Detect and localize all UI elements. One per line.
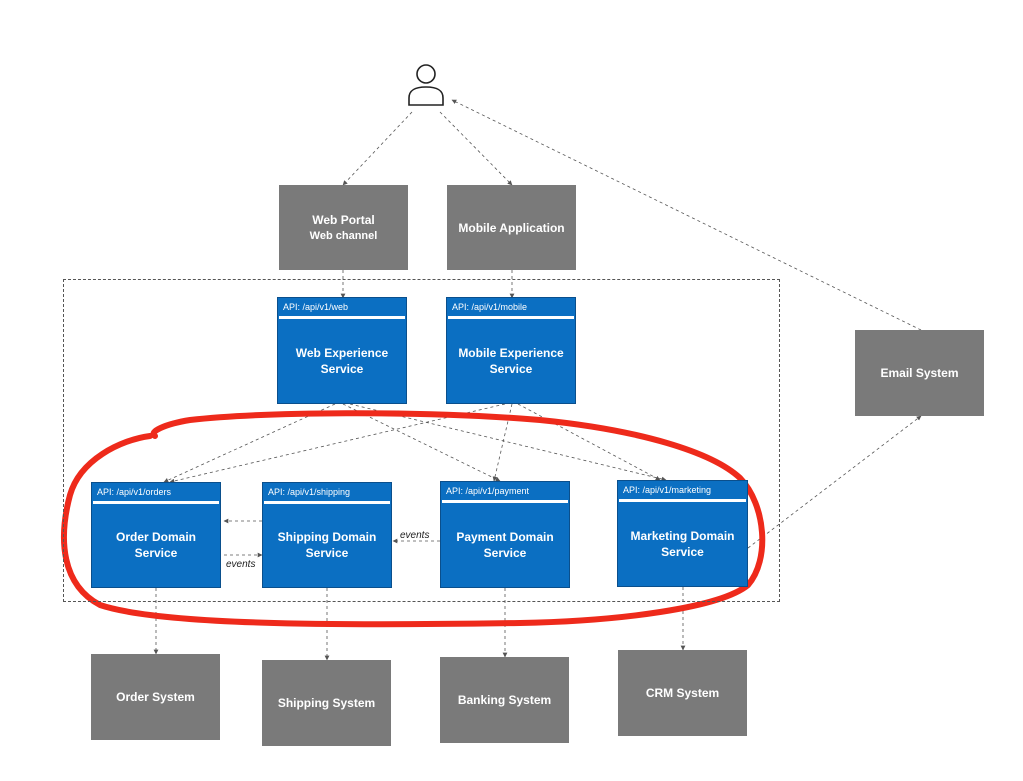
edge-marketing-emailsystem bbox=[747, 415, 922, 549]
divider bbox=[279, 316, 405, 319]
banking-system-box[interactable]: Banking System bbox=[440, 657, 569, 743]
divider bbox=[442, 500, 568, 503]
email-system-box[interactable]: Email System bbox=[855, 330, 984, 416]
order-domain-name: Order Domain Service bbox=[115, 530, 196, 560]
banking-system-label: Banking System bbox=[457, 693, 552, 707]
divider bbox=[93, 501, 219, 504]
order-system-box[interactable]: Order System bbox=[91, 654, 220, 740]
order-domain-api: API: /api/v1/orders bbox=[97, 487, 172, 497]
events-label-payment-shipping: events bbox=[400, 530, 430, 541]
edge-user-mobileapp bbox=[439, 111, 513, 186]
shipping-system-box[interactable]: Shipping System bbox=[262, 660, 391, 746]
web-experience-service[interactable]: API: /api/v1/web Web Experience Service bbox=[277, 297, 407, 404]
person-icon bbox=[408, 64, 444, 106]
edge-mobileexp-marketing bbox=[517, 403, 661, 481]
shipping-domain-api: API: /api/v1/shipping bbox=[268, 487, 351, 497]
payment-domain-service[interactable]: API: /api/v1/payment Payment Domain Serv… bbox=[440, 481, 570, 588]
payment-domain-name: Payment Domain Service bbox=[456, 529, 554, 560]
email-system-label: Email System bbox=[880, 366, 959, 380]
marketing-domain-name: Marketing Domain Service bbox=[630, 528, 735, 559]
services-boundary bbox=[63, 279, 780, 602]
edge-user-webportal bbox=[342, 111, 413, 186]
web-portal-subtitle: Web channel bbox=[309, 229, 378, 242]
order-system-label: Order System bbox=[116, 690, 195, 704]
payment-domain-api: API: /api/v1/payment bbox=[446, 486, 530, 496]
web-portal-box[interactable]: Web Portal Web channel bbox=[279, 185, 408, 270]
mobile-experience-service[interactable]: API: /api/v1/mobile Mobile Experience Se… bbox=[446, 297, 576, 404]
marketing-domain-service[interactable]: API: /api/v1/marketing Marketing Domain … bbox=[617, 480, 748, 587]
marketing-domain-api: API: /api/v1/marketing bbox=[623, 485, 712, 495]
edge-webexp-order bbox=[163, 403, 336, 483]
highlight-ellipse bbox=[61, 410, 766, 628]
web-experience-name: Web Experience Service bbox=[295, 345, 389, 376]
mobile-experience-api: API: /api/v1/mobile bbox=[452, 302, 528, 312]
events-label-shipping-order: events bbox=[226, 559, 256, 570]
mobile-experience-name: Mobile Experience Service bbox=[458, 345, 564, 376]
crm-system-box[interactable]: CRM System bbox=[618, 650, 747, 736]
mobile-application-title: Mobile Application bbox=[458, 220, 565, 235]
shipping-domain-service[interactable]: API: /api/v1/shipping Shipping Domain Se… bbox=[262, 482, 392, 588]
divider bbox=[619, 499, 746, 502]
shipping-domain-name: Shipping Domain Service bbox=[277, 530, 377, 560]
edge-webexp-marketing bbox=[349, 403, 667, 482]
crm-system-label: CRM System bbox=[645, 686, 720, 700]
order-domain-service[interactable]: API: /api/v1/orders Order Domain Service bbox=[91, 482, 221, 588]
shipping-system-label: Shipping System bbox=[277, 696, 376, 710]
divider bbox=[448, 316, 574, 319]
edge-webexp-payment bbox=[342, 403, 501, 482]
divider bbox=[264, 501, 390, 504]
mobile-application-box[interactable]: Mobile Application bbox=[447, 185, 576, 270]
web-portal-title: Web Portal bbox=[312, 212, 375, 227]
web-experience-api: API: /api/v1/web bbox=[283, 302, 349, 312]
